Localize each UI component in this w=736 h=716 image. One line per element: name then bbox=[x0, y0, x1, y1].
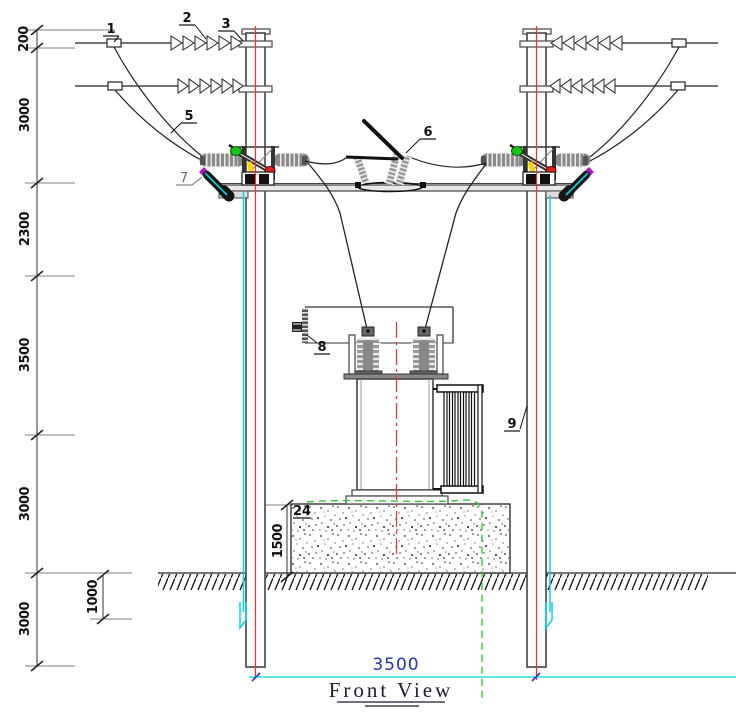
hv-bushing-right bbox=[409, 326, 439, 377]
view-title-text: Front View bbox=[329, 678, 454, 702]
svg-text:2: 2 bbox=[182, 11, 191, 26]
dim-200: 200 bbox=[17, 26, 32, 52]
dim-3000-b: 3000 bbox=[18, 486, 33, 521]
svg-text:5: 5 bbox=[184, 109, 193, 124]
grounding-conductors bbox=[239, 192, 553, 631]
dim-1000: 1000 bbox=[86, 579, 101, 614]
callout-2: 2 bbox=[179, 11, 207, 40]
svg-text:24: 24 bbox=[293, 504, 311, 519]
transformer bbox=[292, 306, 484, 505]
lv-terminal bbox=[292, 322, 302, 332]
dim-3000-a: 3000 bbox=[18, 97, 33, 132]
left-ground-electrode bbox=[239, 602, 247, 631]
dimension-chain-labels: 200 3000 2300 3500 3000 3000 bbox=[17, 26, 33, 636]
callout-5: 5 bbox=[170, 109, 197, 134]
right-line-hardware bbox=[550, 36, 718, 196]
callout-1: 1 bbox=[103, 22, 120, 43]
left-line-hardware bbox=[75, 36, 243, 196]
transformer-foundation bbox=[290, 503, 511, 574]
callout-9: 9 bbox=[504, 405, 528, 432]
dim-3500-span: 3500 bbox=[372, 655, 419, 675]
svg-text:8: 8 bbox=[317, 340, 326, 355]
dim-2300: 2300 bbox=[18, 211, 33, 246]
dimension-burial-depth: 1000 bbox=[86, 569, 132, 625]
earth-link-green-dashed bbox=[306, 499, 483, 703]
transformer-drop-wires bbox=[307, 162, 487, 330]
dim-1500: 1500 bbox=[271, 523, 286, 558]
callout-7: 7 bbox=[176, 171, 203, 186]
svg-text:9: 9 bbox=[507, 417, 516, 432]
callout-3: 3 bbox=[218, 17, 244, 42]
right-ground-electrode bbox=[545, 602, 553, 631]
svg-text:7: 7 bbox=[180, 171, 188, 186]
hv-bushing-left bbox=[353, 326, 383, 377]
dim-3000-c: 3000 bbox=[18, 601, 33, 636]
dimension-chain-left bbox=[25, 24, 132, 672]
svg-text:6: 6 bbox=[423, 125, 432, 140]
dim-3500-v: 3500 bbox=[18, 337, 33, 372]
radiator bbox=[433, 384, 484, 494]
dimension-foundation-height: 1500 bbox=[262, 499, 294, 583]
svg-text:3: 3 bbox=[221, 17, 230, 32]
svg-text:1: 1 bbox=[106, 22, 115, 37]
ground-hatch bbox=[158, 574, 708, 590]
callout-24: 24 bbox=[293, 504, 311, 519]
disconnect-switch bbox=[304, 119, 487, 193]
view-title: Front View bbox=[329, 678, 454, 707]
callouts: 1 2 3 5 6 7 8 bbox=[103, 11, 528, 519]
centerlines bbox=[254, 26, 538, 680]
callout-6: 6 bbox=[405, 125, 436, 154]
dimension-pole-spacing: 3500 bbox=[249, 655, 736, 682]
ground-line bbox=[158, 572, 736, 590]
callout-8: 8 bbox=[306, 334, 330, 355]
switch-blade bbox=[362, 119, 404, 160]
